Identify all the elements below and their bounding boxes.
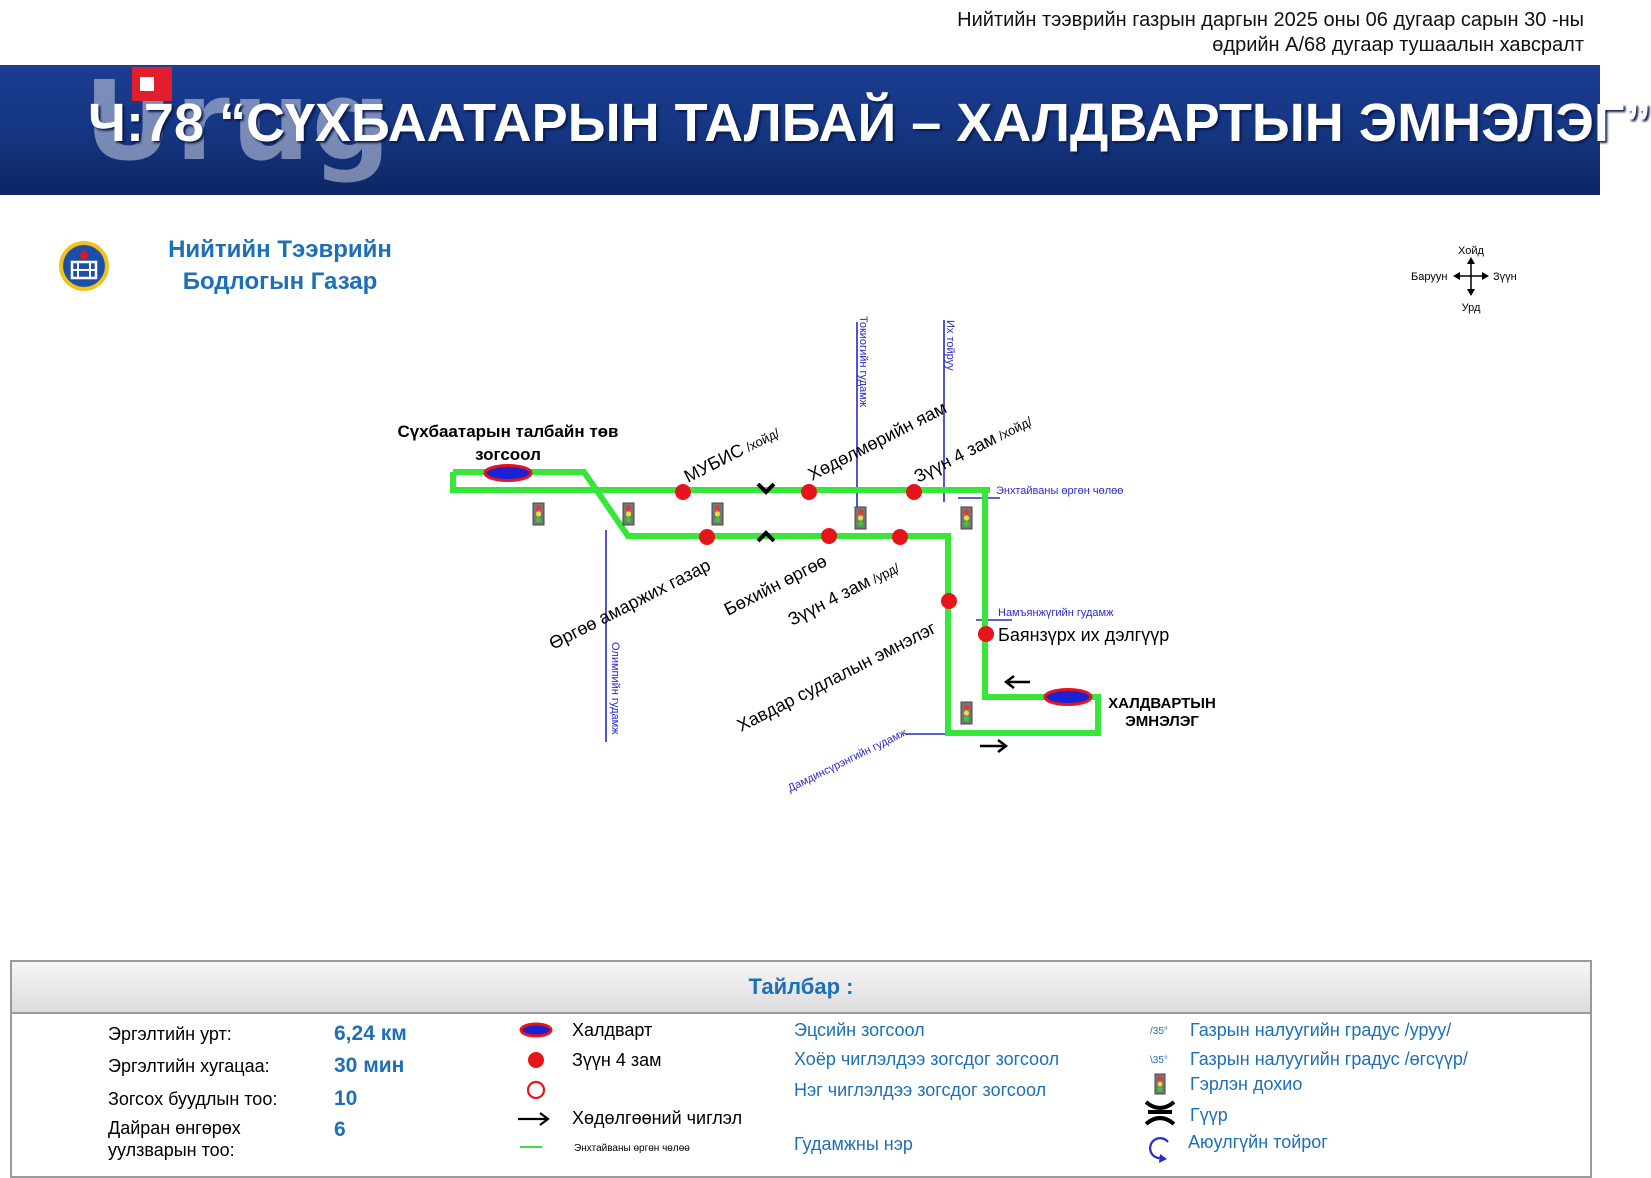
red-dot-icon: [528, 1052, 544, 1068]
stop-marker: [801, 484, 817, 500]
bridge-icon: [1144, 1100, 1176, 1126]
stat-intersections-label: Дайран өнгөрөх: [108, 1118, 241, 1138]
compass-south: Урд: [1462, 302, 1481, 314]
traffic-lights: [532, 502, 973, 725]
arrow-right-icon: [518, 1112, 550, 1126]
agency-name: Нийтийн Тээврийн Бодлогын Газар: [150, 234, 410, 298]
slope-down-icon: /35°: [1150, 1026, 1168, 1037]
legend-header: Тайлбар :: [12, 962, 1590, 1014]
decree-line-2: өдрийн А/68 дугаар тушаалын хавсралт: [1212, 34, 1584, 56]
stat-stops-label: Зогсох буудлын тоо:: [108, 1089, 278, 1109]
traffic-light-icon: [960, 506, 973, 530]
bridge-icon: [756, 482, 776, 543]
agency-name-line-1: Нийтийн Тээврийн: [168, 236, 392, 263]
street-label-damdinsuren: Дамдинсүрэнгийн гудамж: [786, 726, 909, 794]
traffic-light-icon: [622, 502, 635, 526]
agency-name-line-2: Бодлогын Газар: [182, 268, 378, 295]
compass-east: Зүүн: [1493, 271, 1517, 283]
traffic-light-icon: [532, 502, 545, 526]
arrow-left-icon: [1003, 675, 1030, 689]
stop-marker: [941, 593, 957, 609]
legend-title: Тайлбар :: [748, 974, 854, 999]
stat-stops-value: 10: [334, 1087, 358, 1110]
legend-symbol-label-direction: Хөдөлгөөний чиглэл: [572, 1108, 743, 1128]
stat-length-label: Эргэлтийн урт:: [108, 1024, 232, 1044]
route-line: [450, 469, 1101, 736]
end-terminal-marker: [1043, 688, 1093, 706]
stat-intersections-value: 6: [334, 1118, 346, 1141]
stop-marker: [906, 484, 922, 500]
start-terminal-label-2: зогсоол: [475, 445, 541, 464]
route-title: Ч:78 “СҮХБААТАРЫН ТАЛБАЙ – ХАЛДВАРТЫН ЭМ…: [88, 93, 1651, 153]
legend-bridge-label: Гүүр: [1190, 1105, 1228, 1125]
street-label-namyanju: Намъянжүгийн гудамж: [998, 607, 1114, 619]
legend-other-symbols: [1144, 1073, 1176, 1163]
compass-rose: Хойд Урд Баруун Зүүн: [1411, 245, 1517, 314]
stop-marker: [892, 529, 908, 545]
traffic-light-icon: [854, 506, 867, 530]
legend-meaning-terminal: Эцсийн зогсоол: [794, 1020, 925, 1040]
decree-note: Нийтийн тээврийн газрын даргын 2025 оны …: [957, 8, 1584, 58]
compass-west: Баруун: [1411, 271, 1447, 283]
legend-meaning-one-way-stop: Нэг чиглэлдээ зогсдог зогсоол: [794, 1080, 1047, 1100]
legend-panel: Тайлбар : Эргэлтийн урт: 6,24 км Эргэлти…: [10, 960, 1592, 1178]
watermark-red-square-icon: [132, 67, 172, 101]
start-terminal-label-1: Сүхбаатарын талбайн төв: [398, 422, 619, 441]
legend-symbol-label-terminal: Халдварт: [572, 1020, 653, 1040]
legend-slope-up-label: Газрын налуугийн градус /өгсүүр/: [1190, 1049, 1468, 1069]
legend-symbols: [518, 1022, 553, 1148]
open-circle-icon: [526, 1080, 546, 1100]
decree-line-1: Нийтийн тээврийн газрын даргын 2025 оны …: [957, 9, 1584, 31]
stop-label-mubis: МУБИС/хойд/: [681, 421, 783, 486]
stop-markers: [675, 484, 994, 642]
direction-arrows: [980, 675, 1030, 753]
title-bar: [0, 65, 1600, 195]
agency-emblem-icon: [59, 241, 109, 291]
stat-length-value: 6,24 км: [334, 1022, 407, 1045]
stop-marker: [699, 529, 715, 545]
traffic-light-icon: [711, 502, 724, 526]
legend-meaning-two-way-stop: Хоёр чиглэлдээ зогсдог зогсоол: [794, 1049, 1060, 1069]
stop-marker: [978, 626, 994, 642]
terminal-ellipse-icon: [519, 1022, 553, 1038]
stat-duration-value: 30 мин: [334, 1054, 405, 1077]
end-terminal-label-1: ХАЛДВАРТЫН: [1108, 695, 1216, 712]
stat-duration-label: Эргэлтийн хугацаа:: [108, 1056, 270, 1076]
street-label-tokio: Токиогийн гудамж: [857, 316, 869, 408]
legend-symbol-label-stop: Зүүн 4 зам: [572, 1050, 662, 1070]
stop-label-oncology: Хавдар судлалын эмнэлэг: [734, 618, 940, 736]
legend-traffic-light-label: Гэрлэн дохио: [1190, 1074, 1303, 1094]
street-label-olymp: Олимпийн гудамж: [609, 642, 621, 735]
street-label-ikh-toiruu: Их тойруу: [944, 320, 956, 371]
legend-meaning-street-name: Гудамжны нэр: [794, 1134, 913, 1154]
legend-roundabout-label: Аюулгүйн тойрог: [1188, 1132, 1328, 1152]
compass-arrows-icon: [1453, 257, 1489, 296]
route-map: Токиогийн гудамж Их тойруу Энхтайваны өр…: [398, 316, 1216, 795]
stop-label-maternity: Өргөө амаржих газар: [546, 555, 714, 654]
arrow-right-icon: [980, 739, 1009, 753]
stop-marker: [675, 484, 691, 500]
legend-symbol-label-street-sample: Энхтайваны өргөн чөлөө: [574, 1143, 690, 1154]
stop-label-bayanzurkh: Баянзүрх их дэлгүүр: [998, 625, 1169, 645]
legend-slope-down-label: Газрын налуугийн градус /уруу/: [1190, 1020, 1452, 1040]
stat-intersections-label-2: уулзварын тоо:: [108, 1140, 235, 1160]
traffic-light-icon: [960, 701, 973, 725]
street-label-enkhtaivan: Энхтайваны өргөн чөлөө: [996, 485, 1123, 497]
traffic-light-icon: [1154, 1073, 1166, 1095]
compass-north: Хойд: [1458, 245, 1484, 257]
start-terminal-marker: [483, 464, 533, 482]
stop-marker: [821, 528, 837, 544]
slope-up-icon: \35°: [1150, 1055, 1168, 1066]
roundabout-icon: [1149, 1137, 1169, 1163]
end-terminal-label-2: ЭМНЭЛЭГ: [1125, 713, 1199, 730]
